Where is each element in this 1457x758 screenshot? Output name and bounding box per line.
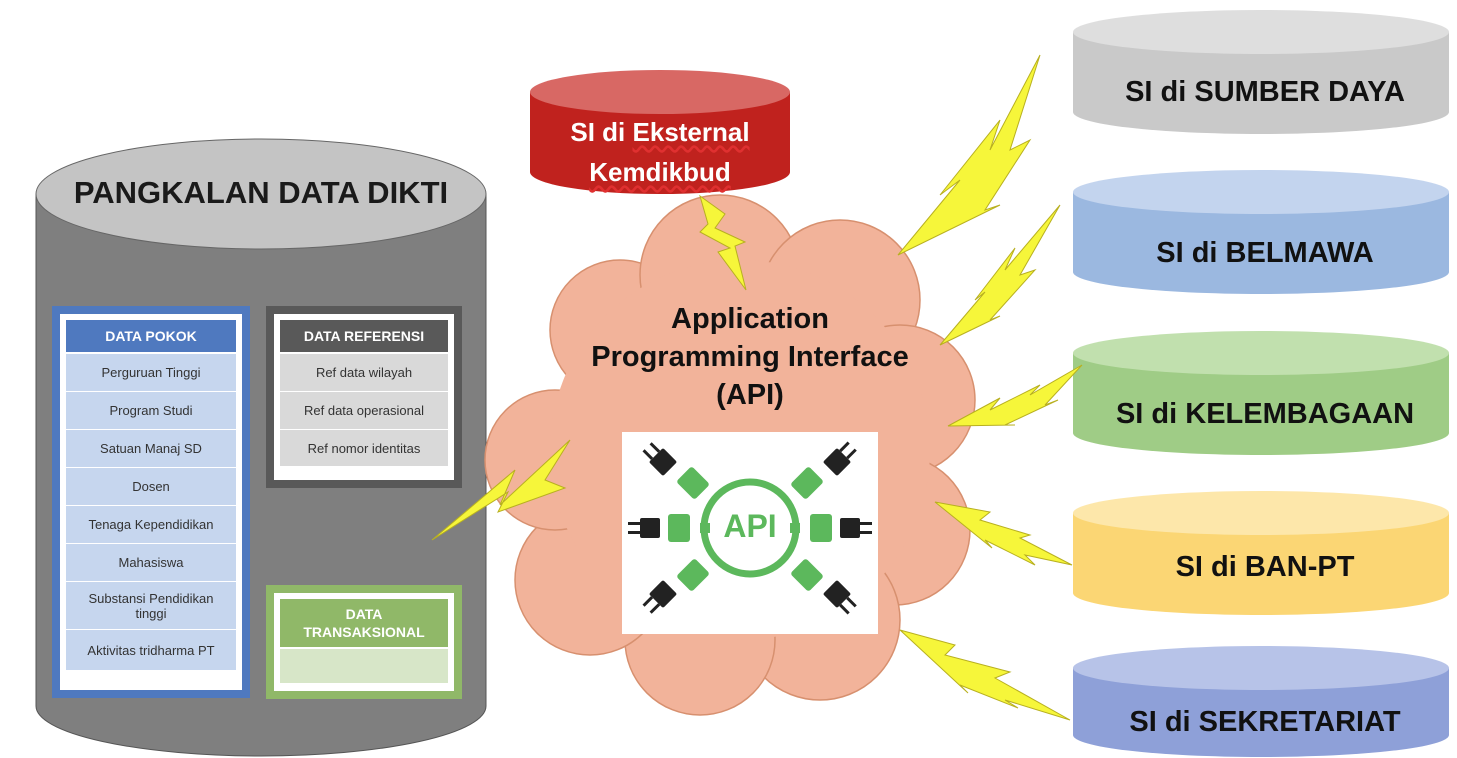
api-logo-text: API: [723, 508, 777, 544]
api-label: Application Programming Interface (API): [560, 300, 940, 414]
api-label-line1: Application: [671, 303, 829, 335]
eksternal-label-line2: Kemdikbud: [589, 157, 731, 187]
system-label-belmawa: SI di BELMAWA: [1156, 237, 1374, 269]
eksternal-label-line1: SI di Eksternal: [570, 117, 750, 147]
eksternal-label: SI di Eksternal Kemdikbud: [540, 112, 780, 192]
system-cylinder-sekretariat: [1073, 646, 1449, 757]
list-item: Ref data wilayah: [280, 354, 448, 392]
list-item: Satuan Manaj SD: [66, 430, 236, 468]
lightning-bolt-sekretariat: [899, 629, 1071, 721]
lightning-bolt-kelembagaan: [947, 364, 1083, 427]
data-transaksional-body: [280, 649, 448, 683]
api-logo-icon: [628, 441, 872, 615]
system-cylinder-sumber-daya: [1073, 10, 1449, 134]
list-item: Dosen: [66, 468, 236, 506]
data-referensi-list: Ref data wilayah Ref data operasional Re…: [280, 354, 448, 466]
system-label-ban-pt: SI di BAN-PT: [1175, 551, 1355, 583]
pangkalan-title: PANGKALAN DATA DIKTI: [73, 175, 449, 210]
system-cylinder-ban-pt: [1073, 491, 1449, 615]
api-label-line2: Programming Interface: [591, 341, 909, 373]
data-pokok-panel: DATA POKOK Perguruan Tinggi Program Stud…: [52, 306, 250, 698]
list-item: Ref data operasional: [280, 392, 448, 430]
system-cylinder-belmawa: [1073, 170, 1449, 294]
eksternal-cylinder: [530, 70, 790, 194]
data-referensi-header: DATA REFERENSI: [280, 320, 448, 352]
list-item: Substansi Pendidikan tinggi: [66, 582, 236, 630]
list-item: Program Studi: [66, 392, 236, 430]
data-transaksional-header: DATA TRANSAKSIONAL: [280, 599, 448, 647]
data-referensi-panel: DATA REFERENSI Ref data wilayah Ref data…: [266, 306, 462, 488]
list-item: Ref nomor identitas: [307, 440, 421, 456]
system-cylinder-kelembagaan: [1073, 331, 1449, 455]
data-pokok-header: DATA POKOK: [66, 320, 236, 352]
list-item: Aktivitas tridharma PT: [87, 642, 215, 658]
system-label-sumber-daya: SI di SUMBER DAYA: [1125, 76, 1405, 108]
lightning-bolt-sumber-daya: [897, 54, 1041, 256]
data-transaksional-panel: DATA TRANSAKSIONAL: [266, 585, 462, 699]
lightning-bolt-ban-pt: [934, 501, 1073, 566]
data-pokok-list: Perguruan Tinggi Program Studi Satuan Ma…: [66, 354, 236, 670]
system-label-kelembagaan: SI di KELEMBAGAAN: [1115, 398, 1415, 430]
api-label-line3: (API): [716, 379, 784, 411]
list-item: Mahasiswa: [66, 544, 236, 582]
lightning-bolt-belmawa: [939, 204, 1061, 346]
list-item: Tenaga Kependidikan: [66, 506, 236, 544]
list-item: Perguruan Tinggi: [66, 354, 236, 392]
lightning-bolt-pangkalan: [431, 439, 571, 541]
system-label-sekretariat: SI di SEKRETARIAT: [1129, 706, 1401, 738]
lightning-bolt-eksternal: [699, 194, 747, 291]
